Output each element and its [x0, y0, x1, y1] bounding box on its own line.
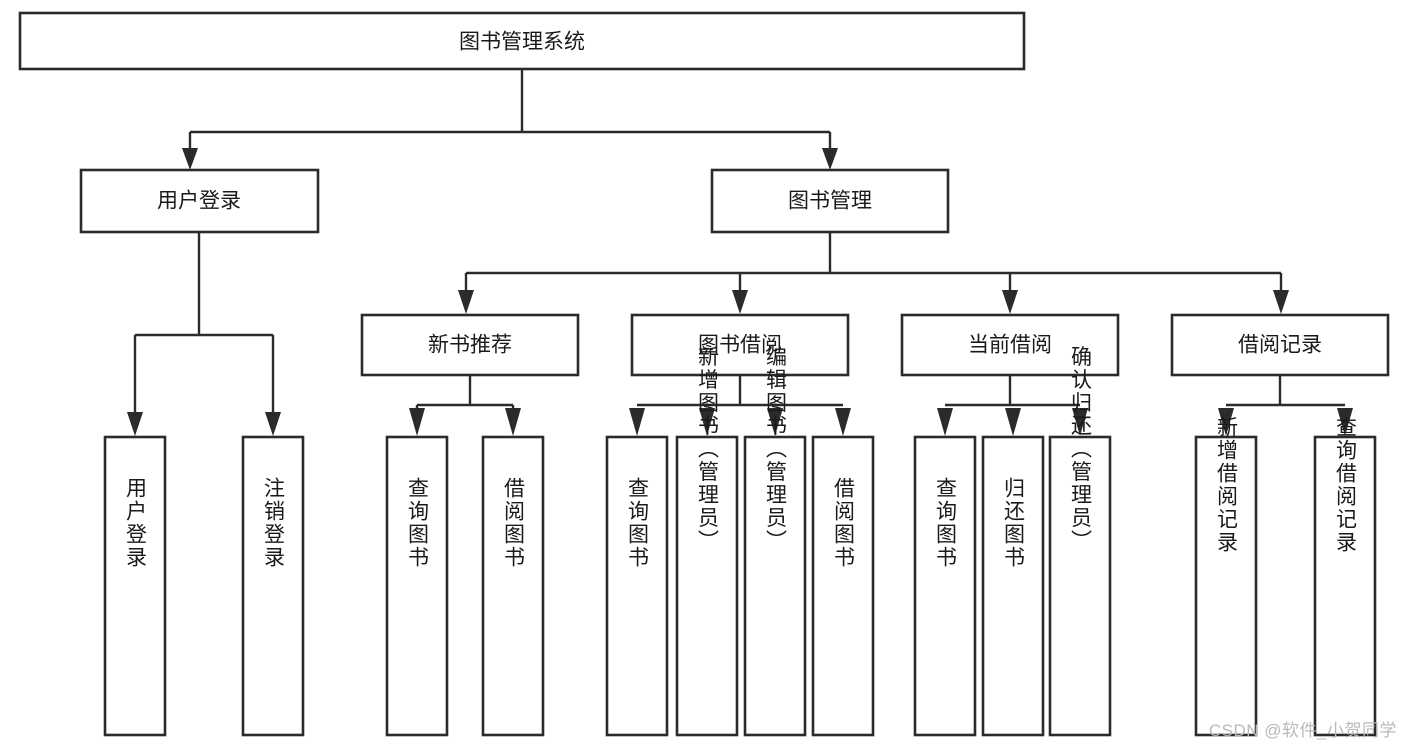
node-root-system-box[interactable]: [18, 11, 1026, 71]
node-current-borrow[interactable]: 当前借阅: [900, 313, 1120, 377]
node-root-system-label: 图书管理系统: [459, 31, 585, 54]
node-user-login-label: 用户登录: [157, 190, 241, 213]
arrow-new-book-leaf-2: [505, 408, 521, 436]
leaf-book-borrow-query-box[interactable]: [605, 435, 669, 737]
leaf-book-borrow-edit-box[interactable]: [743, 435, 807, 737]
csdn-watermark: CSDN @软件_小贺同学: [1208, 721, 1397, 740]
arrow-book-mgmt-to-current-borrow: [1002, 290, 1018, 314]
leaf-current-borrow-return-label: 归还图书: [1002, 477, 1026, 569]
leaf-book-borrow-edit[interactable]: 编辑图书（管理员）: [743, 346, 807, 737]
leaf-user-login-login-label: 用户登录: [124, 477, 148, 569]
leaf-current-borrow-confirm-label: 确认归还（管理员）: [1069, 346, 1093, 553]
leaf-book-borrow-query[interactable]: 查询图书: [605, 435, 669, 737]
leaf-book-borrow-add-label: 新增图书（管理员）: [696, 346, 720, 553]
arrow-book-borrow-leaf-4: [835, 408, 851, 436]
arrow-borrow-record-leaf-2: [1337, 408, 1353, 436]
leaf-book-borrow-borrow[interactable]: 借阅图书: [811, 435, 875, 737]
arrow-book-borrow-leaf-3: [767, 408, 783, 436]
leaf-new-book-borrow-label: 借阅图书: [502, 477, 526, 569]
arrow-new-book-leaf-1: [409, 408, 425, 436]
node-book-borrow-box[interactable]: [630, 313, 850, 377]
arrow-book-borrow-leaf-2: [699, 408, 715, 436]
leaf-new-book-query[interactable]: 查询图书: [385, 435, 449, 737]
arrow-user-login-leaf-1: [127, 412, 143, 436]
node-book-management-box[interactable]: [710, 168, 950, 234]
leaf-book-borrow-add-box[interactable]: [675, 435, 739, 737]
arrow-book-mgmt-to-borrow-record: [1273, 290, 1289, 314]
arrow-current-borrow-leaf-3: [1072, 408, 1088, 436]
leaf-new-book-query-box[interactable]: [385, 435, 449, 737]
leaf-current-borrow-confirm[interactable]: 确认归还（管理员）: [1048, 346, 1112, 737]
leaf-book-borrow-add[interactable]: 新增图书（管理员）: [675, 346, 739, 737]
leaf-new-book-borrow[interactable]: 借阅图书: [481, 435, 545, 737]
node-book-borrow[interactable]: 图书借阅: [630, 313, 850, 377]
arrow-current-borrow-leaf-1: [937, 408, 953, 436]
node-current-borrow-label: 当前借阅: [968, 334, 1052, 357]
leaf-current-borrow-confirm-box[interactable]: [1048, 435, 1112, 737]
node-root-system[interactable]: 图书管理系统: [18, 11, 1026, 71]
leaf-borrow-record-query-box[interactable]: [1313, 435, 1377, 737]
leaf-user-login-logout[interactable]: 注销登录: [241, 435, 305, 737]
node-new-book-recommend[interactable]: 新书推荐: [360, 313, 580, 377]
arrow-user-login-leaf-2: [265, 412, 281, 436]
node-user-login[interactable]: 用户登录: [79, 168, 320, 234]
node-borrow-record[interactable]: 借阅记录: [1170, 313, 1390, 377]
node-book-management-label: 图书管理: [788, 190, 872, 213]
leaf-user-login-logout-label: 注销登录: [262, 477, 286, 569]
leaf-borrow-record-add[interactable]: 新增借阅记录: [1194, 416, 1258, 737]
leaf-user-login-login[interactable]: 用户登录: [103, 435, 167, 737]
leaf-book-borrow-borrow-label: 借阅图书: [832, 477, 856, 569]
leaf-current-borrow-query-box[interactable]: [913, 435, 977, 737]
node-book-management[interactable]: 图书管理: [710, 168, 950, 234]
arrow-book-mgmt-to-book-borrow: [732, 290, 748, 314]
leaf-user-login-login-box[interactable]: [103, 435, 167, 737]
leaf-current-borrow-return-box[interactable]: [981, 435, 1045, 737]
arrow-root-to-user-login: [182, 148, 198, 170]
node-new-book-recommend-label: 新书推荐: [428, 334, 512, 357]
leaf-book-borrow-edit-label: 编辑图书（管理员）: [764, 346, 788, 553]
node-book-borrow-label: 图书借阅: [698, 334, 782, 357]
arrow-current-borrow-leaf-2: [1005, 408, 1021, 436]
leaf-book-borrow-query-label: 查询图书: [626, 477, 650, 569]
node-new-book-recommend-box[interactable]: [360, 313, 580, 377]
leaf-current-borrow-query[interactable]: 查询图书: [913, 435, 977, 737]
node-borrow-record-label: 借阅记录: [1238, 334, 1322, 357]
leaf-borrow-record-add-label: 新增借阅记录: [1215, 416, 1239, 554]
leaf-new-book-query-label: 查询图书: [406, 477, 430, 569]
leaf-book-borrow-borrow-box[interactable]: [811, 435, 875, 737]
arrow-borrow-record-leaf-1: [1218, 408, 1234, 436]
leaf-borrow-record-query-label: 查询借阅记录: [1334, 416, 1358, 554]
arrow-root-to-book-mgmt: [822, 148, 838, 170]
leaf-user-login-logout-box[interactable]: [241, 435, 305, 737]
connector-layer: [127, 69, 1353, 436]
arrow-book-borrow-leaf-1: [629, 408, 645, 436]
node-borrow-record-box[interactable]: [1170, 313, 1390, 377]
node-user-login-box[interactable]: [79, 168, 320, 234]
leaf-new-book-borrow-box[interactable]: [481, 435, 545, 737]
arrow-book-mgmt-to-new-book: [458, 290, 474, 314]
leaf-current-borrow-query-label: 查询图书: [934, 477, 958, 569]
leaf-borrow-record-add-box[interactable]: [1194, 435, 1258, 737]
leaf-current-borrow-return[interactable]: 归还图书: [981, 435, 1045, 737]
leaf-borrow-record-query[interactable]: 查询借阅记录: [1313, 416, 1377, 737]
node-current-borrow-box[interactable]: [900, 313, 1120, 377]
